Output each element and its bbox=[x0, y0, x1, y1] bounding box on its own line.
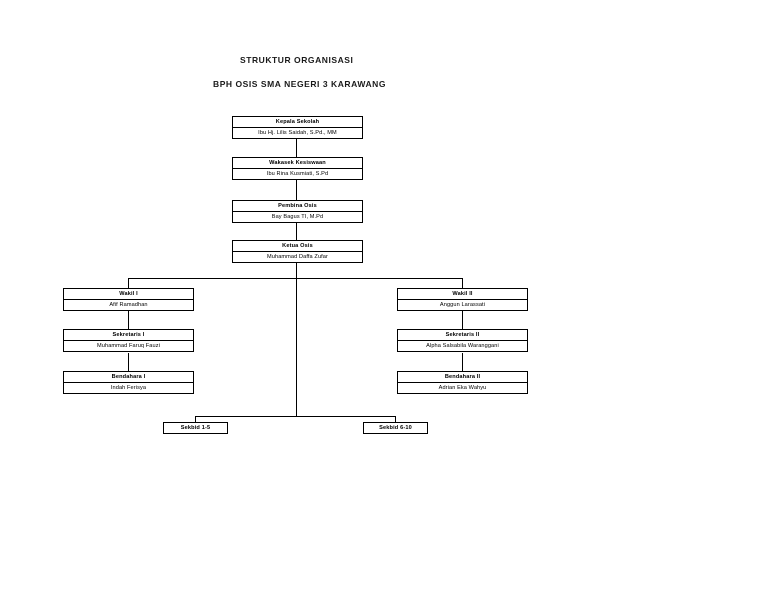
node-role-label: Sekretaris I bbox=[64, 330, 193, 341]
node-person-label: Adrian Eka Wahyu bbox=[438, 385, 487, 391]
node-role-label: Bendahara II bbox=[398, 372, 527, 383]
node-person-label: Indah Ferisya bbox=[110, 385, 147, 391]
node-role-label: Wakil I bbox=[64, 289, 193, 300]
connector-bus-sekbid bbox=[195, 415, 396, 417]
node-wakil-2[interactable]: Wakil II Anggun Larassati bbox=[397, 288, 528, 311]
connector-sekretaris-1-to-bendahara-1 bbox=[128, 353, 130, 371]
node-sekretaris-1[interactable]: Sekretaris I Muhammad Faruq Fauzi bbox=[63, 329, 194, 352]
connector-bus-to-wakil-1 bbox=[128, 277, 130, 288]
node-bendahara-1[interactable]: Bendahara I Indah Ferisya bbox=[63, 371, 194, 394]
node-wakasek-kesiswaan[interactable]: Wakasek Kesiswaan Ibu Rina Kusmiati, S.P… bbox=[232, 157, 363, 180]
node-person-label: Bay Bagus TI, M.Pd bbox=[271, 214, 324, 220]
page-title-primary: STRUKTUR ORGANISASI bbox=[240, 55, 354, 65]
node-person-label: Muhammad Faruq Fauzi bbox=[97, 343, 160, 349]
connector-kepala-to-wakasek bbox=[295, 138, 297, 157]
node-sekbid-1-5[interactable]: Sekbid 1-5 bbox=[163, 422, 228, 434]
connector-center-spine-to-sekbid bbox=[295, 263, 297, 417]
page-title-secondary: BPH OSIS SMA NEGERI 3 KARAWANG bbox=[213, 79, 386, 89]
node-person-label: Anggun Larassati bbox=[439, 302, 486, 308]
node-person-label: Ibu Hj. Lilis Saidah, S.Pd., MM bbox=[258, 130, 337, 136]
node-role-label: Ketua Osis bbox=[233, 241, 362, 252]
node-role-label: Sekretaris II bbox=[398, 330, 527, 341]
node-kepala-sekolah[interactable]: Kepala Sekolah Ibu Hj. Lilis Saidah, S.P… bbox=[232, 116, 363, 139]
node-role-label: Sekbid 6-10 bbox=[379, 425, 412, 431]
node-person-label: Ibu Rina Kusmiati, S.Pd bbox=[266, 171, 329, 177]
node-pembina-osis[interactable]: Pembina Osis Bay Bagus TI, M.Pd bbox=[232, 200, 363, 223]
connector-wakil-1-to-sekretaris-1 bbox=[128, 311, 130, 329]
connector-bus-to-wakil-2 bbox=[462, 277, 464, 288]
node-sekbid-6-10[interactable]: Sekbid 6-10 bbox=[363, 422, 428, 434]
connector-wakil-2-to-sekretaris-2 bbox=[462, 311, 464, 329]
node-sekretaris-2[interactable]: Sekretaris II Alpha Salsabila Waranggani bbox=[397, 329, 528, 352]
node-role-label: Pembina Osis bbox=[233, 201, 362, 212]
connector-bus-to-sekbid-6-10 bbox=[395, 415, 397, 424]
connector-pembina-to-ketua bbox=[295, 223, 297, 241]
node-role-label: Wakil II bbox=[398, 289, 527, 300]
node-bendahara-2[interactable]: Bendahara II Adrian Eka Wahyu bbox=[397, 371, 528, 394]
node-ketua-osis[interactable]: Ketua Osis Muhammad Daffa Zufar bbox=[232, 240, 363, 263]
node-person-label: Afif Ramadhan bbox=[109, 302, 148, 308]
node-role-label: Bendahara I bbox=[64, 372, 193, 383]
node-wakil-1[interactable]: Wakil I Afif Ramadhan bbox=[63, 288, 194, 311]
node-role-label: Wakasek Kesiswaan bbox=[233, 158, 362, 169]
connector-sekretaris-2-to-bendahara-2 bbox=[462, 353, 464, 371]
node-person-label: Muhammad Daffa Zufar bbox=[267, 254, 328, 260]
node-role-label: Sekbid 1-5 bbox=[180, 425, 211, 431]
connector-wakasek-to-pembina bbox=[295, 180, 297, 200]
node-person-label: Alpha Salsabila Waranggani bbox=[426, 343, 499, 349]
node-role-label: Kepala Sekolah bbox=[233, 117, 362, 128]
connector-bus-to-sekbid-1-5 bbox=[195, 415, 197, 424]
